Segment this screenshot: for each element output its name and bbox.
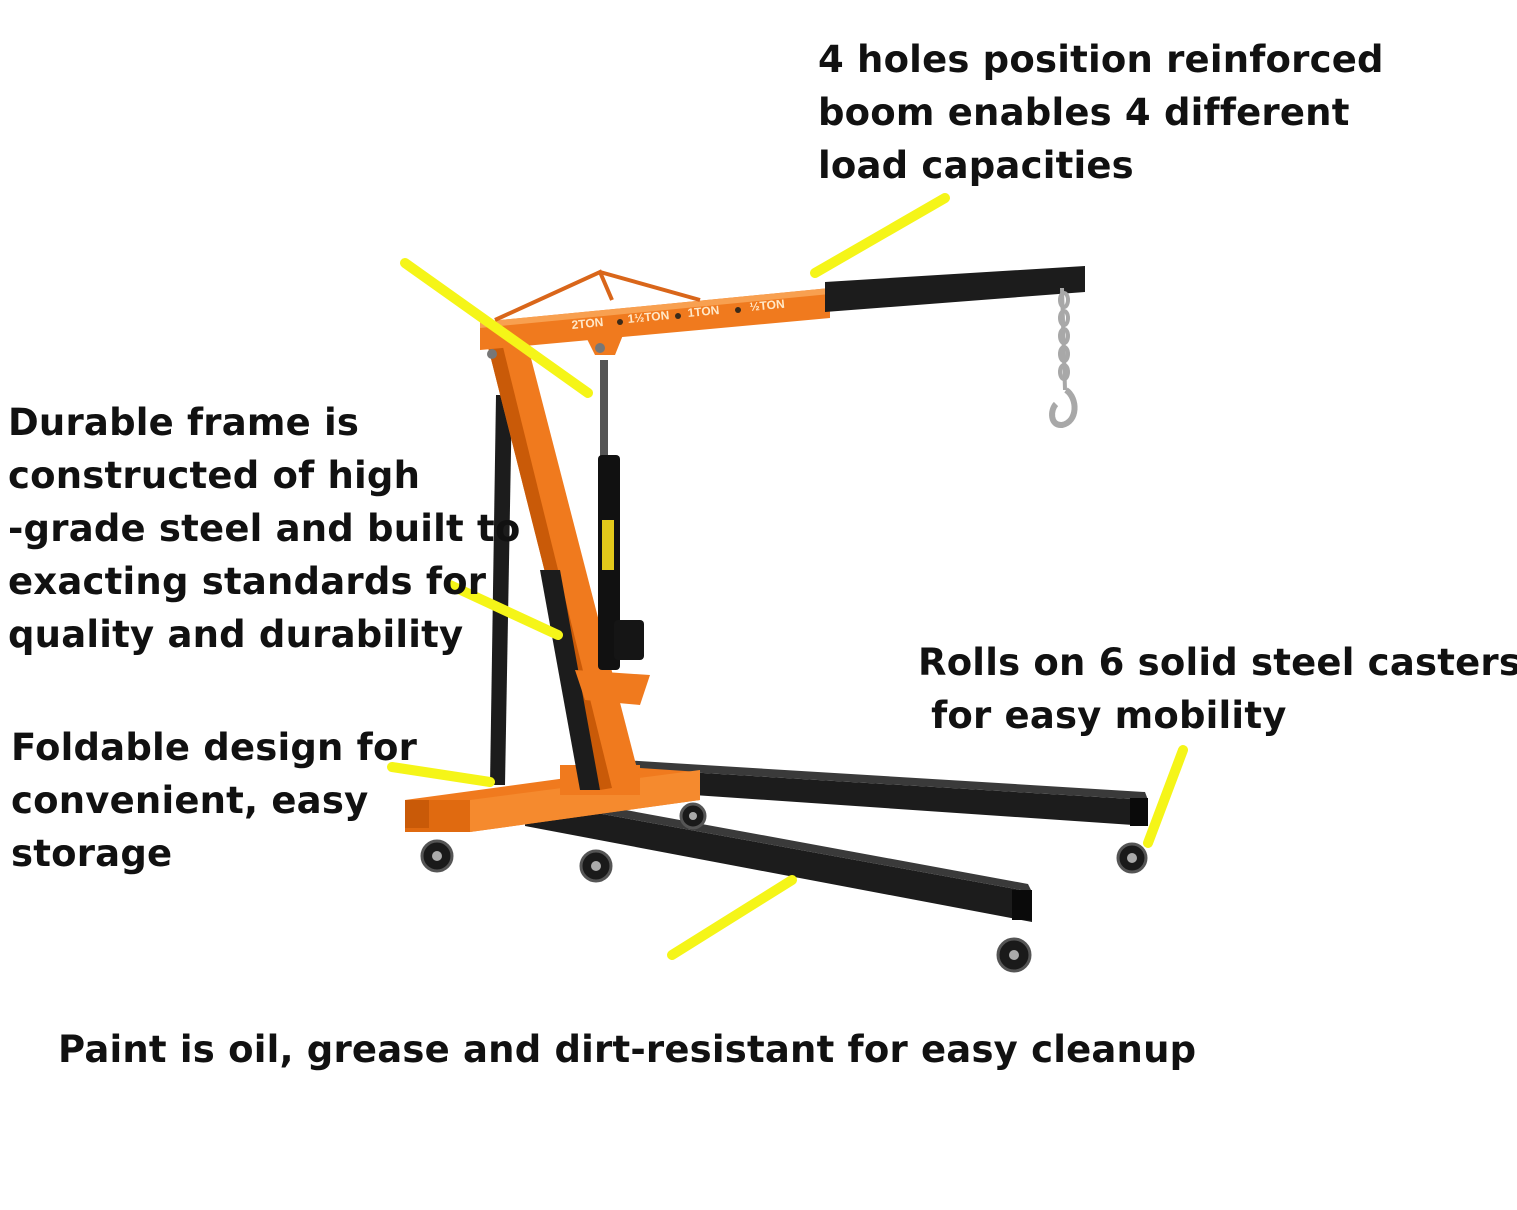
- callout-boom: 4 holes position reinforced boom enables…: [818, 38, 1384, 187]
- boom: [480, 266, 1085, 359]
- boom-label-2ton: 2TON: [571, 315, 604, 332]
- callout-casters: Rolls on 6 solid steel casters for easy …: [918, 641, 1517, 737]
- hydraulic-ram: [575, 360, 650, 705]
- highlight-line-paint: [667, 875, 797, 960]
- highlight-line-frame: [445, 580, 563, 640]
- highlight-line-mast: [400, 258, 593, 398]
- front-leg: [525, 792, 1032, 922]
- highlight-line-boom: [810, 193, 950, 278]
- folding-support-bar: [490, 395, 512, 785]
- callout-paint: Paint is oil, grease and dirt-resistant …: [58, 1028, 1197, 1071]
- callout-frame: Durable frame is constructed of high -gr…: [8, 401, 521, 656]
- highlight-line-foldable: [387, 762, 495, 787]
- boom-label-1ton: 1TON: [687, 303, 720, 320]
- callout-foldable: Foldable design for convenient, easy sto…: [11, 726, 418, 875]
- boom-label-1-5ton: 1½TON: [627, 308, 670, 326]
- boom-label-half-ton: ½TON: [749, 297, 785, 314]
- right-rear-leg: [620, 760, 1148, 826]
- chain-hook: [1049, 287, 1078, 428]
- boom-holes: [617, 307, 741, 325]
- boom-capacity-labels: 2TON 1½TON 1TON ½TON: [571, 297, 785, 332]
- highlight-line-casters: [1143, 745, 1188, 848]
